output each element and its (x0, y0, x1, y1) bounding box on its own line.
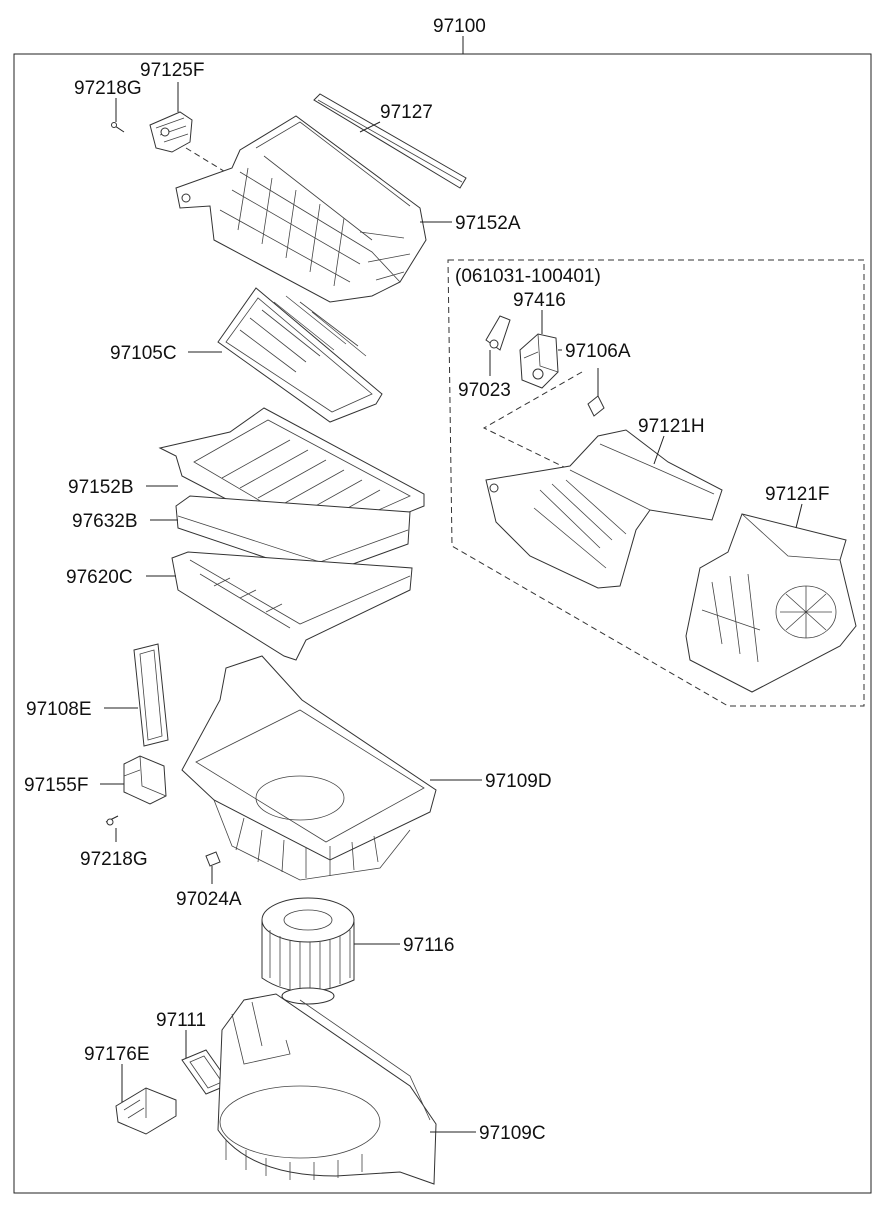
part-97121F-blower-case (685, 513, 857, 693)
assembly-number-label: 97100 (433, 16, 486, 37)
part-97121H-case (485, 429, 723, 589)
part-97108E-gasket (133, 643, 169, 747)
label-97024A: 97024A (176, 889, 242, 910)
part-97620C-bracket (171, 551, 413, 661)
part-97176E-resistor (115, 1087, 177, 1135)
part-97106A-clip (587, 395, 605, 417)
part-97125F-actuator (149, 111, 193, 153)
label-97121F: 97121F (765, 484, 829, 505)
label-97152A: 97152A (455, 213, 521, 234)
label-97116: 97116 (403, 935, 454, 956)
label-97023: 97023 (458, 380, 511, 401)
part-97109C-lower-case (217, 993, 437, 1185)
part-97152A-upper-case (175, 115, 427, 303)
leader-97127 (359, 121, 381, 133)
part-97155F-actuator (123, 755, 167, 805)
label-97106A: 97106A (565, 341, 631, 362)
inset-box (447, 259, 865, 707)
label-97125F: 97125F (140, 60, 204, 81)
label-97416: 97416 (513, 290, 566, 311)
label-97105C: 97105C (110, 343, 177, 364)
label-97620C: 97620C (66, 567, 133, 588)
inset-dashed-link (482, 371, 583, 471)
part-97023-lever (485, 315, 511, 351)
label-97176E: 97176E (84, 1044, 150, 1065)
leader-97121F (795, 503, 803, 529)
label-97121H: 97121H (638, 416, 705, 437)
label-97152B: 97152B (68, 477, 134, 498)
label-97632B: 97632B (72, 511, 138, 532)
assembly-frame (13, 53, 872, 1194)
part-97218G-screw-top (111, 122, 125, 133)
part-97105C-filter-frame (217, 287, 383, 423)
part-97024A-clip (205, 851, 221, 867)
label-97111: 97111 (156, 1010, 206, 1031)
label-97108E: 97108E (26, 699, 92, 720)
label-97218G-bottom: 97218G (80, 849, 148, 870)
label-97109D: 97109D (485, 771, 552, 792)
part-97127-seal-strip (313, 93, 467, 189)
label-97218G-top: 97218G (74, 78, 142, 99)
label-97127: 97127 (380, 102, 433, 123)
label-97155F: 97155F (24, 775, 88, 796)
leader-97121H (653, 435, 665, 465)
part-97109D-mid-case (181, 655, 437, 881)
label-97109C: 97109C (479, 1123, 546, 1144)
inset-range-label: (061031-100401) (455, 266, 601, 287)
part-97116-blower-fan (261, 897, 355, 1005)
part-97218G-screw-bottom (105, 815, 119, 826)
part-97416-actuator (519, 333, 559, 389)
